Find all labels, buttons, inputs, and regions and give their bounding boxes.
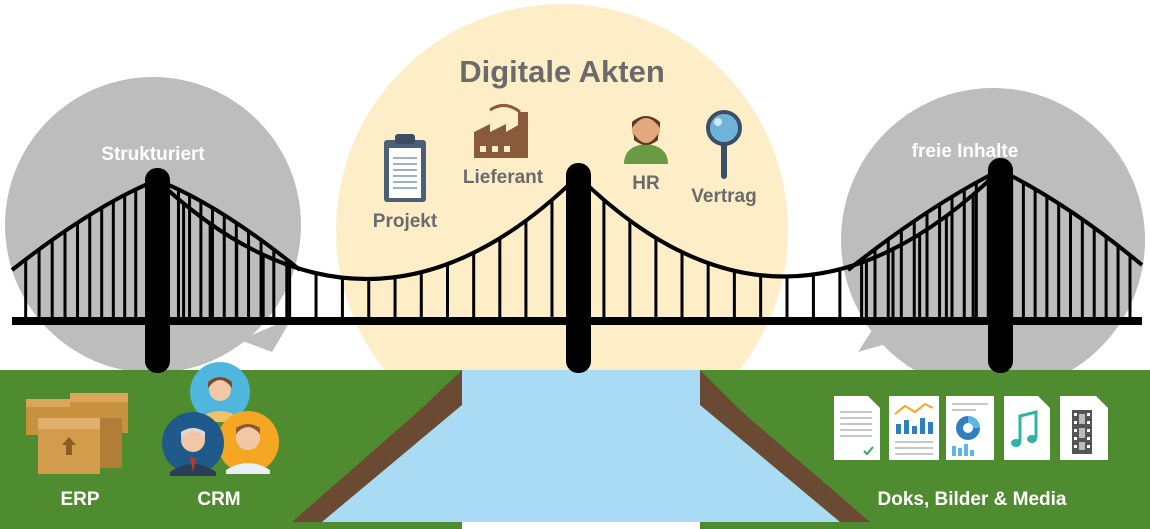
person-icon: [624, 116, 668, 164]
bank-label-crm: CRM: [197, 489, 240, 510]
music-doc-icon: [1004, 396, 1050, 460]
river: [322, 370, 840, 522]
left-bubble-label: Strukturiert: [101, 144, 205, 165]
chart-doc-icon: [889, 396, 939, 460]
right-tower: [988, 158, 1013, 373]
center-title: Digitale Akten: [459, 54, 665, 89]
factory-icon: [474, 104, 528, 158]
report-doc-icon: [946, 396, 994, 460]
center-tower: [566, 163, 591, 373]
file-type-label-projekt: Projekt: [373, 211, 438, 232]
video-doc-icon: [1060, 396, 1108, 460]
left-tower: [145, 168, 170, 373]
people-icon: [162, 362, 279, 476]
digital-files-circle: [336, 4, 788, 456]
boxes-icon: [26, 393, 128, 474]
right-bubble-label: freie Inhalte: [912, 141, 1019, 162]
file-type-label-vertrag: Vertrag: [691, 186, 756, 207]
file-type-label-hr: HR: [632, 173, 660, 194]
clipboard-icon: [384, 134, 426, 202]
file-type-label-lieferant: Lieferant: [463, 167, 544, 188]
bank-label-media: Doks, Bilder & Media: [878, 489, 1067, 510]
document-icon: [834, 396, 880, 460]
bank-label-erp: ERP: [60, 489, 99, 510]
bridge-cables: [10, 168, 1144, 281]
magnifier-icon: [706, 110, 742, 179]
